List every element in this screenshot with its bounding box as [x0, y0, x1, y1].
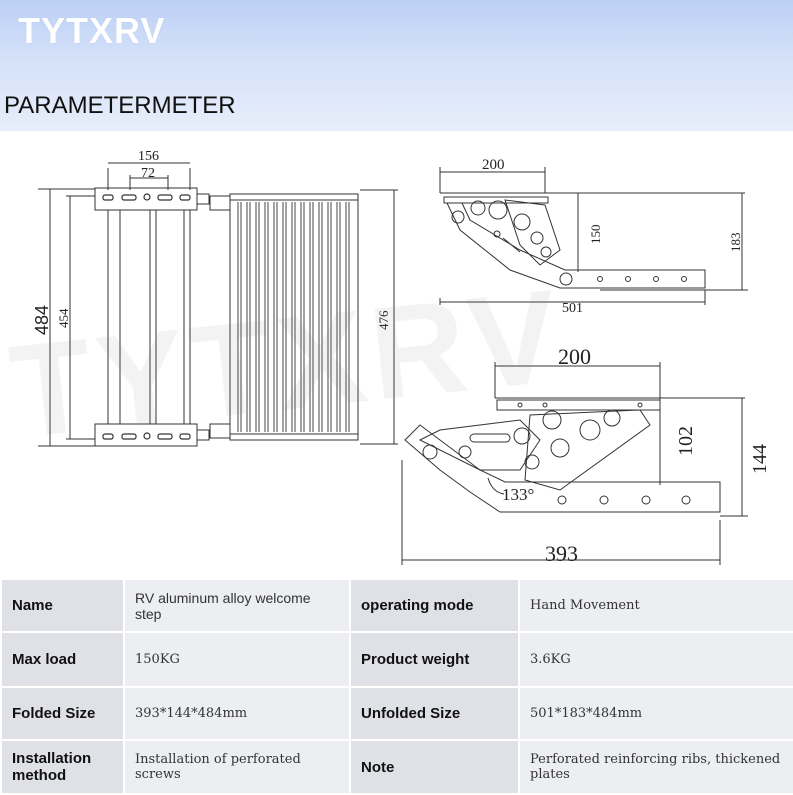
label-operating-mode: operating mode: [349, 578, 520, 633]
value-installation-method: Installation of perforated screws: [123, 739, 351, 795]
parameter-table: Name RV aluminum alloy welcome step oper…: [0, 578, 793, 795]
brand-logo: TYTXRV: [18, 10, 166, 51]
value-note: Perforated reinforcing ribs, thickened p…: [518, 739, 793, 795]
label-product-weight: Product weight: [349, 631, 520, 688]
top-view-drawing: [38, 162, 398, 447]
section-title: PARAMETERMETER: [4, 92, 236, 119]
technical-drawings: 156 72 484 454 476 200 150 183 501 200 1…: [32, 149, 771, 566]
folded-side-drawing: [401, 362, 748, 565]
dim-133-angle: 133°: [502, 485, 534, 504]
dim-393: 393: [545, 541, 578, 566]
unfolded-side-drawing: [439, 167, 748, 305]
label-folded-size: Folded Size: [0, 686, 125, 741]
dim-unfolded-200: 200: [482, 157, 505, 173]
dim-102: 102: [675, 426, 697, 456]
tread-ribs: [237, 202, 350, 432]
label-note: Note: [349, 739, 520, 795]
dim-144: 144: [749, 444, 771, 474]
table-row: Name RV aluminum alloy welcome step oper…: [0, 578, 793, 633]
dim-454: 454: [56, 308, 71, 328]
table-row: Folded Size 393*144*484mm Unfolded Size …: [0, 686, 793, 741]
value-operating-mode: Hand Movement: [518, 578, 793, 633]
dim-156: 156: [138, 149, 159, 164]
table-row: Max load 150KG Product weight 3.6KG: [0, 631, 793, 688]
dim-150: 150: [588, 225, 603, 245]
value-name: RV aluminum alloy welcome step: [123, 578, 351, 633]
dim-484: 484: [32, 305, 52, 335]
value-folded-size: 393*144*484mm: [123, 686, 351, 741]
value-unfolded-size: 501*183*484mm: [518, 686, 793, 741]
dim-72: 72: [141, 166, 155, 181]
table-row: Installation method Installation of perf…: [0, 739, 793, 795]
dim-501: 501: [562, 301, 583, 316]
label-max-load: Max load: [0, 631, 125, 688]
header-band: TYTXRV PARAMETERMETER: [0, 0, 793, 131]
value-max-load: 150KG: [123, 631, 351, 688]
label-installation-method: Installation method: [0, 739, 125, 795]
label-name: Name: [0, 578, 125, 633]
dim-folded-200: 200: [558, 344, 591, 369]
dim-476: 476: [376, 310, 391, 330]
value-product-weight: 3.6KG: [518, 631, 793, 688]
dim-183: 183: [728, 233, 743, 253]
label-unfolded-size: Unfolded Size: [349, 686, 520, 741]
